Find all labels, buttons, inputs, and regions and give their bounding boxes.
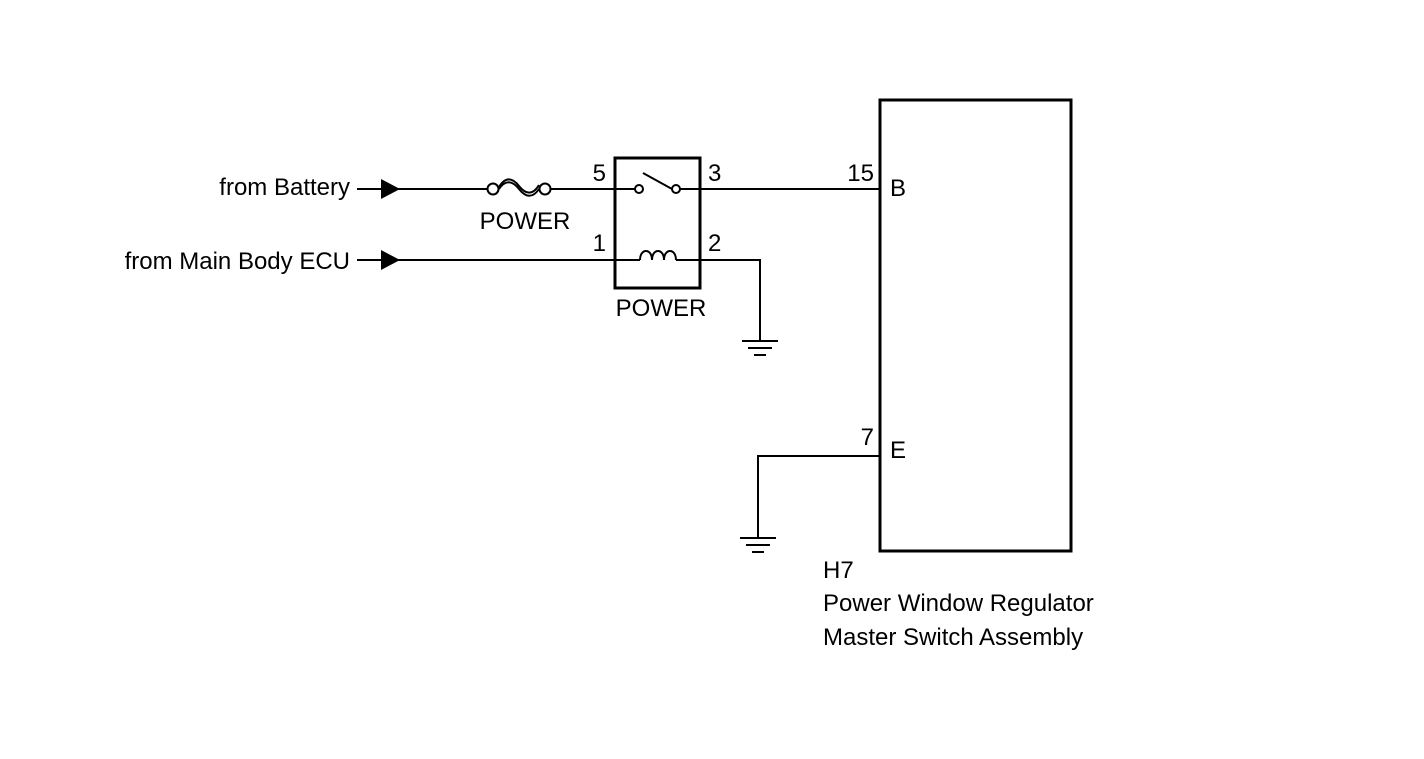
component-code: H7	[823, 557, 854, 584]
relay-pin-1: 1	[593, 230, 606, 257]
relay-label: POWER	[616, 295, 707, 322]
component-pin-7: 7	[861, 424, 874, 451]
ground-icon	[742, 340, 778, 356]
relay-pin-3: 3	[708, 160, 721, 187]
component-ground-wire	[757, 455, 880, 538]
ecu-input-arrow	[357, 250, 400, 270]
relay-box	[613, 156, 702, 290]
battery-input-arrow	[357, 179, 400, 199]
component-name-line1: Power Window Regulator	[823, 590, 1094, 617]
from-battery-label: from Battery	[219, 174, 350, 201]
relay-ground-wire	[700, 259, 761, 341]
fuse-symbol	[486, 178, 552, 197]
component-box	[878, 98, 1073, 553]
relay-switch-symbol	[615, 172, 700, 194]
component-pin-b-label: B	[890, 175, 906, 202]
component-name-line2: Master Switch Assembly	[823, 624, 1083, 651]
relay-pin-5: 5	[593, 160, 606, 187]
relay-coil-symbol	[615, 250, 700, 261]
relay-pin-2: 2	[708, 230, 721, 257]
from-main-body-ecu-label: from Main Body ECU	[125, 248, 350, 275]
component-pin-e-label: E	[890, 437, 906, 464]
ground-icon	[740, 537, 776, 553]
component-pin-15: 15	[847, 160, 874, 187]
fuse-label: POWER	[480, 208, 571, 235]
